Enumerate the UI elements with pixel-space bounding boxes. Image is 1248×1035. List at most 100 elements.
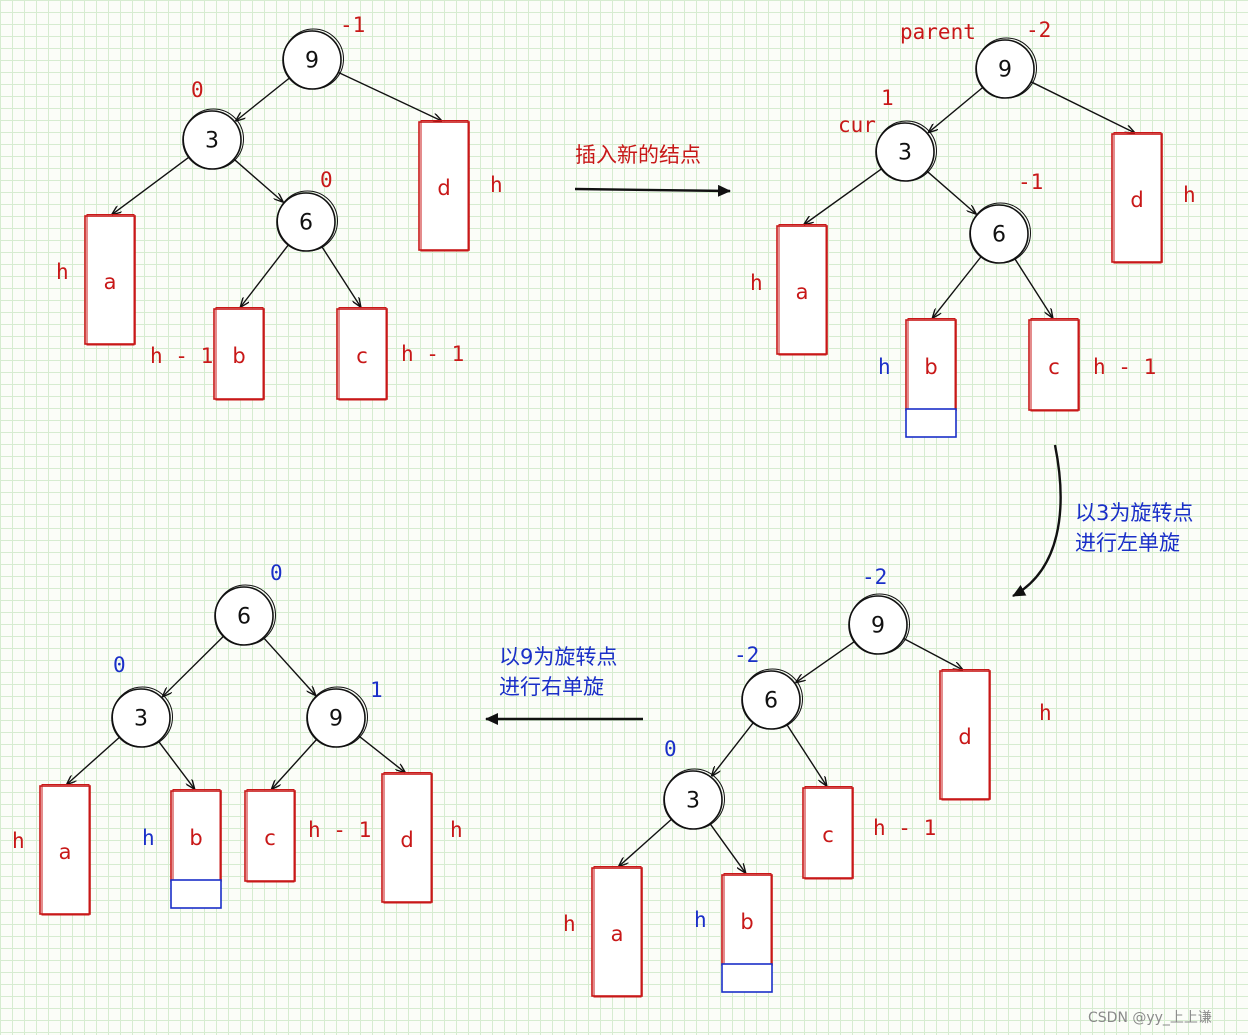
subtree-label-d: d [958,725,971,749]
edge-n9-d [1030,81,1134,133]
node-value-9: 9 [305,49,319,74]
subtree-b: b [213,307,265,401]
step2-caption-line2: 进行左单旋 [1075,531,1180,555]
subtree-d: d [418,120,470,252]
node-value-3: 3 [134,707,148,732]
subtree-b: b [170,789,222,909]
node-3: 3 [875,120,937,182]
edge-n9-d [358,735,405,772]
node-3: 3 [663,768,725,830]
subtree-height-c: h - 1 [1093,355,1156,379]
balance-factor-6: 0 [320,168,333,192]
node-3: 3 [111,686,173,748]
subtree-label-b: b [740,910,753,934]
balance-factor-9: -1 [340,13,365,37]
subtree-b-extension [170,879,222,909]
node-value-9: 9 [871,614,885,639]
subtree-height-c: h - 1 [401,342,464,366]
step2-caption-line1: 以3为旋转点 [1075,501,1193,525]
balance-factor-3: 0 [113,653,126,677]
node-3: 3 [182,108,244,170]
node-value-3: 3 [205,129,219,154]
node-value-3: 3 [898,141,912,166]
subtree-c: c [336,307,388,401]
edge-n9-n3 [929,86,984,133]
node-value-6: 6 [299,211,313,236]
subtree-label-a: a [104,270,117,294]
balance-factor-3: 0 [664,737,677,761]
subtree-height-a: h [750,271,763,295]
edge-n6-b [933,256,982,318]
subtree-b-extension [721,963,773,993]
subtree-b: b [721,873,773,993]
edge-n6-n3 [163,635,224,696]
subtree-label-c: c [356,344,368,368]
edge-n3-a [67,736,120,784]
subtree-label-c: c [822,823,834,847]
subtree-a: a [39,784,91,916]
subtree-height-b: h [694,908,707,932]
subtree-label-b: b [189,826,202,850]
subtree-b: b [905,318,957,438]
edge-n3-a [619,818,672,866]
edge-n3-a [112,156,190,214]
subtree-c: c [244,789,296,883]
subtree-height-a: h [563,912,576,936]
edge-n6-b [241,244,289,307]
node-value-6: 6 [992,223,1006,248]
subtree-b-extension [905,408,957,438]
parent-pointer-label: parent [900,20,976,44]
balance-factor-3: 1 [881,86,894,110]
subtree-height-a: h [12,829,25,853]
step2-arrow [1012,444,1062,598]
subtree-height-c: h - 1 [873,816,936,840]
subtree-c: c [1028,318,1080,412]
edge-n9-c [272,739,318,789]
subtree-label-d: d [437,176,450,200]
edge-n3-n6 [233,158,283,202]
subtree-label-c: c [264,826,276,850]
subtree-height-d: h [450,818,463,842]
edge-n3-n6 [926,170,976,214]
node-value-3: 3 [686,789,700,814]
subtree-height-a: h [56,260,69,284]
edge-n6-c [1014,258,1053,317]
edge-n9-d [337,71,441,120]
subtree-height-b: h - 1 [150,344,213,368]
balance-factor-9: -2 [1026,18,1051,42]
subtree-height-b: h [142,826,155,850]
subtree-c: c [802,786,854,880]
subtree-label-b: b [924,355,937,379]
balance-factor-6: 0 [270,561,283,585]
step3-caption-line1: 以9为旋转点 [499,645,617,669]
balance-factor-3: 0 [191,78,204,102]
node-6: 6 [969,202,1031,264]
subtree-a: a [776,224,828,356]
edge-n6-n9 [262,637,315,695]
node-6: 6 [214,584,276,646]
balance-factor-6: -1 [1018,170,1043,194]
edge-n9-d [903,637,963,670]
node-value-9: 9 [329,707,343,732]
subtree-label-a: a [59,840,72,864]
node-value-6: 6 [237,605,251,630]
node-value-9: 9 [998,58,1012,83]
subtree-height-d: h [1039,701,1052,725]
edge-n9-n6 [796,641,855,683]
edge-n9-n3 [236,77,290,121]
balance-factor-9: 1 [370,678,383,702]
subtree-label-d: d [400,828,413,852]
node-9: 9 [306,686,368,748]
subtree-label-c: c [1048,355,1060,379]
node-6: 6 [276,190,338,252]
node-9: 9 [848,593,910,655]
subtree-a: a [591,866,643,998]
subtree-label-a: a [611,922,624,946]
watermark: CSDN @yy_上上谦 [1088,1010,1212,1026]
node-9: 9 [975,37,1037,99]
step1-arrow [574,184,731,197]
cur-pointer-label: cur [838,113,876,137]
balance-factor-9: -2 [862,565,887,589]
step3-caption-line2: 进行右单旋 [499,675,604,699]
